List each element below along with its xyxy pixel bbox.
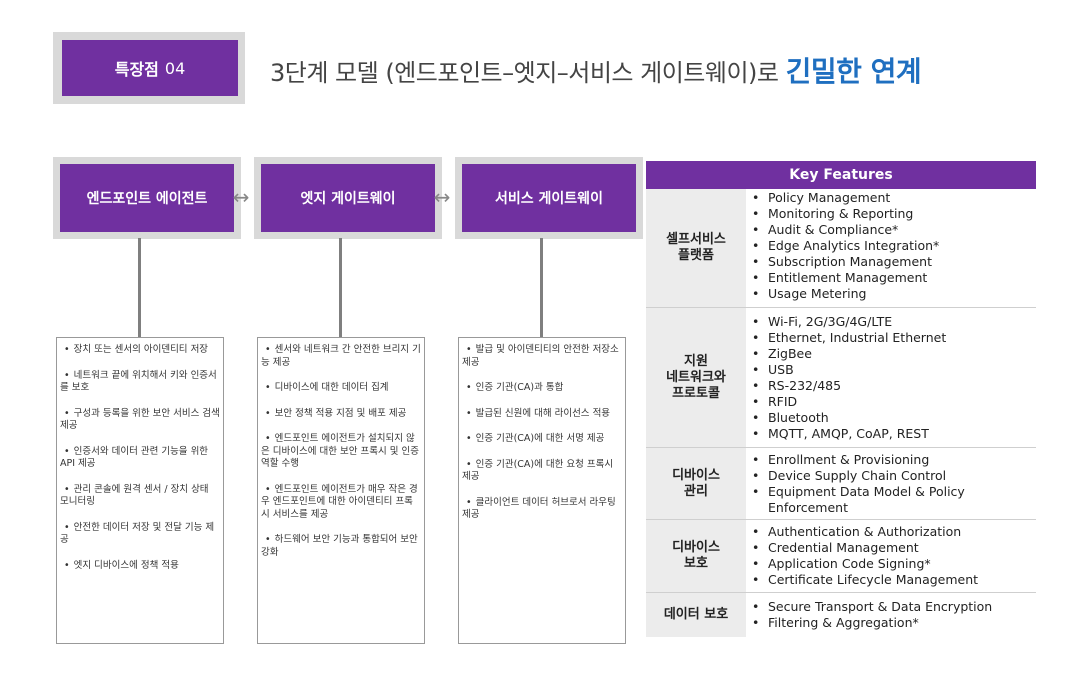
list-item: 인증 기관(CA)과 통합 bbox=[462, 382, 622, 395]
list-item: 인증 기관(CA)에 대한 서명 제공 bbox=[462, 433, 622, 446]
connector-line bbox=[540, 238, 543, 337]
list-item: Device Supply Chain Control bbox=[750, 468, 1036, 484]
list-item: 클라이언트 데이터 허브로서 라우팅 제공 bbox=[462, 497, 622, 522]
list-item: Equipment Data Model & Policy Enforcemen… bbox=[750, 484, 1036, 516]
badge-number: 04 bbox=[164, 58, 186, 78]
service-description-box: 발급 및 아이덴티티의 안전한 저장소 제공 인증 기관(CA)과 통합 발급된… bbox=[458, 337, 626, 644]
feature-row-device-management: 디바이스 관리 Enrollment & Provisioning Device… bbox=[646, 448, 1036, 520]
list-item: Bluetooth bbox=[750, 410, 1036, 426]
connector-line bbox=[339, 238, 342, 337]
list-item: Ethernet, Industrial Ethernet bbox=[750, 330, 1036, 346]
list-item: RS-232/485 bbox=[750, 378, 1036, 394]
bidirectional-arrow-icon: ↔ bbox=[232, 185, 250, 209]
list-item: 네트워크 끝에 위치해서 키와 인증서를 보호 bbox=[60, 370, 220, 395]
list-item: 발급된 신원에 대해 라이선스 적용 bbox=[462, 408, 622, 421]
feature-badge: 특장점 04 bbox=[62, 40, 238, 96]
bidirectional-arrow-icon: ↔ bbox=[433, 185, 451, 209]
feature-row-label: 셀프서비스 플랫폼 bbox=[646, 189, 746, 307]
title-text: 3단계 모델 (엔드포인트–엣지–서비스 게이트웨이)로 bbox=[270, 59, 786, 87]
component-edge-gateway: 엣지 게이트웨이 bbox=[261, 164, 435, 232]
list-item: Audit & Compliance* bbox=[750, 222, 1036, 238]
component-service-gateway: 서비스 게이트웨이 bbox=[462, 164, 636, 232]
list-item: 디바이스에 대한 데이터 집계 bbox=[261, 382, 421, 395]
list-item: Usage Metering bbox=[750, 286, 1036, 302]
list-item: 구성과 등록을 위한 보안 서비스 검색 제공 bbox=[60, 408, 220, 433]
feature-row-label: 디바이스 보호 bbox=[646, 520, 746, 592]
feature-row-self-service: 셀프서비스 플랫폼 Policy Management Monitoring &… bbox=[646, 189, 1036, 308]
list-item: RFID bbox=[750, 394, 1036, 410]
list-item: Filtering & Aggregation* bbox=[750, 615, 1036, 631]
list-item: 엣지 디바이스에 정책 적용 bbox=[60, 560, 220, 573]
connector-line bbox=[138, 238, 141, 337]
list-item: 관리 콘솔에 원격 센서 / 장치 상태 모니터링 bbox=[60, 484, 220, 509]
list-item: Edge Analytics Integration* bbox=[750, 238, 1036, 254]
list-item: Certificate Lifecycle Management bbox=[750, 572, 1036, 588]
list-item: Credential Management bbox=[750, 540, 1036, 556]
list-item: ZigBee bbox=[750, 346, 1036, 362]
feature-row-label: 데이터 보호 bbox=[646, 593, 746, 637]
list-item: Enrollment & Provisioning bbox=[750, 452, 1036, 468]
list-item: MQTT, AMQP, CoAP, REST bbox=[750, 426, 1036, 442]
list-item: Secure Transport & Data Encryption bbox=[750, 599, 1036, 615]
key-features-title: Key Features bbox=[646, 161, 1036, 189]
list-item: Entitlement Management bbox=[750, 270, 1036, 286]
page-title: 3단계 모델 (엔드포인트–엣지–서비스 게이트웨이)로 긴밀한 연계 bbox=[270, 50, 922, 90]
feature-row-label: 지원 네트워크와 프로토콜 bbox=[646, 308, 746, 447]
feature-row-networks: 지원 네트워크와 프로토콜 Wi-Fi, 2G/3G/4G/LTE Ethern… bbox=[646, 308, 1036, 448]
list-item: Authentication & Authorization bbox=[750, 524, 1036, 540]
list-item: 엔드포인트 에이전트가 설치되지 않은 디바이스에 대한 보안 프록시 및 인증… bbox=[261, 433, 421, 471]
feature-row-data-protection: 데이터 보호 Secure Transport & Data Encryptio… bbox=[646, 593, 1036, 637]
list-item: 보안 정책 적용 지점 및 배포 제공 bbox=[261, 408, 421, 421]
list-item: Policy Management bbox=[750, 190, 1036, 206]
list-item: Monitoring & Reporting bbox=[750, 206, 1036, 222]
list-item: 엔드포인트 에이전트가 매우 작은 경우 엔드포인트에 대한 아이덴티티 프록시… bbox=[261, 484, 421, 522]
list-item: USB bbox=[750, 362, 1036, 378]
list-item: 장치 또는 센서의 아이덴티티 저장 bbox=[60, 344, 220, 357]
endpoint-description-box: 장치 또는 센서의 아이덴티티 저장 네트워크 끝에 위치해서 키와 인증서를 … bbox=[56, 337, 224, 644]
feature-row-label: 디바이스 관리 bbox=[646, 448, 746, 519]
list-item: 하드웨어 보안 기능과 통합되어 보안 강화 bbox=[261, 534, 421, 559]
feature-row-device-protection: 디바이스 보호 Authentication & Authorization C… bbox=[646, 520, 1036, 593]
edge-description-box: 센서와 네트워크 간 안전한 브리지 기능 제공 디바이스에 대한 데이터 집계… bbox=[257, 337, 425, 644]
list-item: 발급 및 아이덴티티의 안전한 저장소 제공 bbox=[462, 344, 622, 369]
list-item: 인증 기관(CA)에 대한 요청 프록시 제공 bbox=[462, 459, 622, 484]
badge-label: 특장점 bbox=[114, 60, 159, 79]
list-item: 인증서와 데이터 관련 기능을 위한 API 제공 bbox=[60, 446, 220, 471]
key-features-table: Key Features 셀프서비스 플랫폼 Policy Management… bbox=[646, 161, 1036, 637]
component-endpoint-agent: 엔드포인트 에이전트 bbox=[60, 164, 234, 232]
list-item: Application Code Signing* bbox=[750, 556, 1036, 572]
list-item: 센서와 네트워크 간 안전한 브리지 기능 제공 bbox=[261, 344, 421, 369]
list-item: Wi-Fi, 2G/3G/4G/LTE bbox=[750, 314, 1036, 330]
list-item: 안전한 데이터 저장 및 전달 기능 제공 bbox=[60, 522, 220, 547]
title-highlight: 긴밀한 연계 bbox=[785, 55, 922, 88]
list-item: Subscription Management bbox=[750, 254, 1036, 270]
